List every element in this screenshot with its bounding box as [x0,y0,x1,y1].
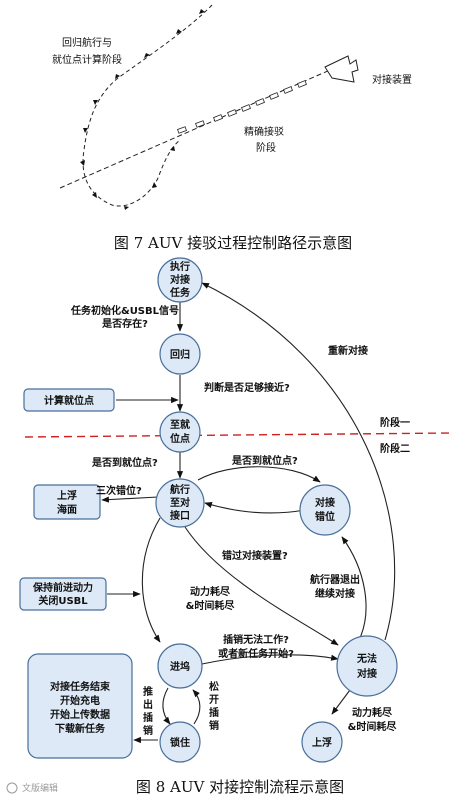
figure8-caption: 图 8 AUV 对接控制流程示意图 [136,778,344,796]
svg-text:锁住: 锁住 [170,736,190,749]
label-at-pos1: 是否到就位点? [91,456,158,469]
svg-text:保持前进动力关闭USBL: 保持前进动力关闭USBL [32,581,93,607]
node-return: 回归 [159,333,201,375]
node-enter: 进坞 [157,643,203,689]
label-miss-device: 错过对接装置? [222,549,288,562]
docking-device-icon [324,55,359,83]
trajectory-arrows [80,9,205,210]
svg-text:计算就位点: 计算就位点 [44,394,94,407]
label-push-pin: 推出插销 [143,685,153,737]
svg-text:至就位点: 至就位点 [170,418,190,445]
return-trajectory [82,4,213,207]
figure7-caption: 图 7 AUV 接驳过程控制路径示意图 [114,234,352,252]
label-at-pos2: 是否到就位点? [231,454,298,467]
label-pin-fail: 插销无法工作?或者新任务开始? [218,633,294,660]
box-compute: 计算就位点 [23,388,115,412]
node-surface: 上浮 [301,721,343,763]
svg-text:上浮: 上浮 [312,736,332,749]
figure7-path-diagram: 回归航行与 就位点计算阶段 对接装置 精确接驳 阶段 图 7 AUV 接驳过程控… [52,4,412,252]
svg-text:执行对接任务: 执行对接任务 [169,260,191,299]
box-finish: 对接任务结束开始充电开始上传数据下载新任务 [27,653,133,759]
node-lock: 锁住 [159,721,201,763]
node-execute: 执行对接任务 [157,257,203,303]
svg-text:上浮海面: 上浮海面 [57,489,77,516]
label-init: 任务初始化&USBL信号是否存在? [70,304,179,330]
box-keep-power: 保持前进动力关闭USBL [19,577,107,611]
svg-text:文版编辑: 文版编辑 [22,782,58,794]
label-power-left: 动力耗尽&时间耗尽 [186,585,236,612]
svg-text:回归: 回归 [170,348,190,361]
label-return: 回归航行与 就位点计算阶段 [52,36,122,66]
label-vehicle-exit: 航行器退出继续对接 [310,573,360,600]
label-precise: 精确接驳 阶段 [244,125,287,154]
svg-text:无法对接: 无法对接 [356,652,377,680]
box-surface-sea: 上浮海面 [33,484,101,520]
figure8-flowchart: 阶段一 阶段二 [19,257,453,796]
phase2-label: 阶段二 [380,442,410,455]
flow-edges [101,282,396,744]
phase1-label: 阶段一 [380,416,410,429]
label-close-enough: 判断是否足够接近? [204,381,290,394]
svg-text:对接任务结束开始充电开始上传数据下载新任务: 对接任务结束开始充电开始上传数据下载新任务 [50,680,111,735]
node-correct: 对接错位 [299,484,351,536]
svg-text:进坞: 进坞 [170,660,190,673]
svg-text:对接错位: 对接错位 [315,496,335,523]
docking-baseline [59,69,331,189]
phase-divider [24,432,453,438]
watermark: 文版编辑 [6,782,58,794]
label-device: 对接装置 [372,73,412,86]
label-three-miss: 三次错位? [96,484,142,497]
label-release-pin: 松开插销 [209,680,219,732]
label-redock: 重新对接 [328,344,368,357]
node-navigate: 航行至对接口 [155,478,205,528]
svg-text:航行至对接口: 航行至对接口 [170,483,190,522]
label-power-right: 动力耗尽&时间耗尽 [348,706,398,733]
node-reach: 至就位点 [159,411,201,453]
node-cannot: 无法对接 [336,635,398,697]
vehicle-chain [177,80,307,134]
